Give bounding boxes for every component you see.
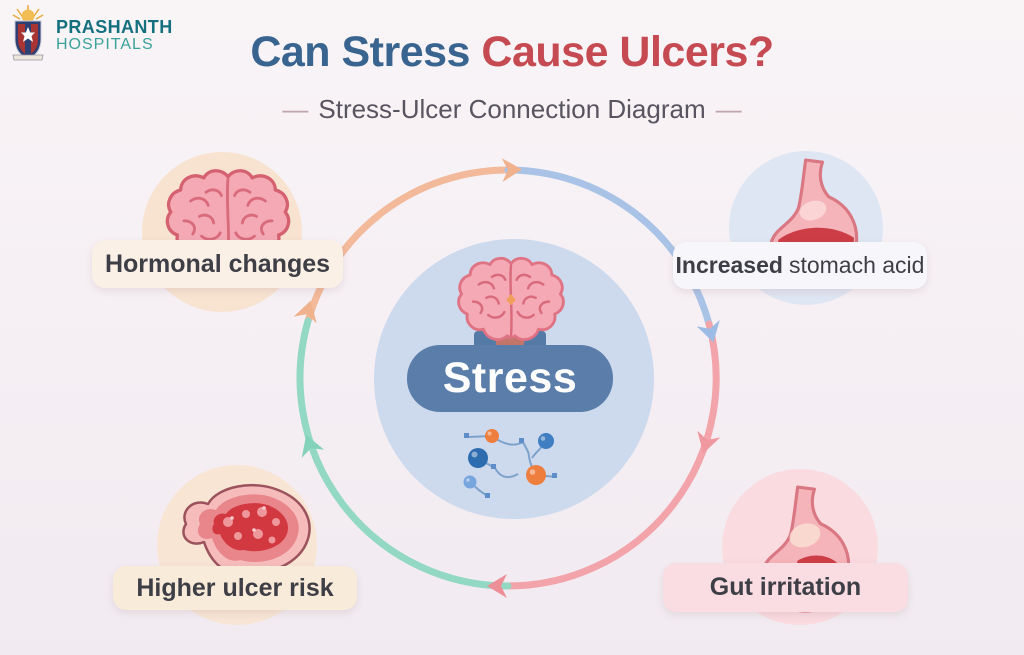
node-label-gut-irritation: Gut irritation bbox=[663, 563, 908, 612]
label-acid-rest: stomach acid bbox=[788, 252, 925, 278]
hospital-logo: PRASHANTH HOSPITALS bbox=[8, 5, 173, 61]
page-subtitle: — Stress-Ulcer Connection Diagram — bbox=[0, 94, 1024, 125]
logo-name: PRASHANTH bbox=[56, 17, 173, 38]
ulcer-icon bbox=[182, 483, 311, 585]
arc-bottom-left bbox=[296, 317, 512, 590]
title-part-blue: Can Stress bbox=[250, 28, 482, 76]
hospital-shield-emblem-icon bbox=[12, 5, 44, 61]
node-label-higher-ulcer-risk: Higher ulcer risk bbox=[113, 566, 357, 610]
subtitle-dash-left: — bbox=[282, 94, 309, 124]
page-title: Can Stress Cause Ulcers? bbox=[0, 28, 1024, 77]
molecule-network-icon bbox=[463, 429, 557, 498]
subtitle-text: Stress-Ulcer Connection Diagram bbox=[318, 94, 706, 124]
subtitle-dash-right: — bbox=[715, 94, 742, 124]
node-label-hormonal-changes: Hormonal changes bbox=[92, 240, 343, 288]
stress-center-label: Stress bbox=[442, 354, 578, 402]
arc-right-bottom bbox=[504, 320, 720, 590]
title-part-red: Cause Ulcers? bbox=[481, 28, 774, 76]
label-acid-bold: Increased bbox=[675, 252, 783, 278]
brain-icon bbox=[457, 256, 565, 341]
logo-subname: HOSPITALS bbox=[56, 36, 154, 54]
